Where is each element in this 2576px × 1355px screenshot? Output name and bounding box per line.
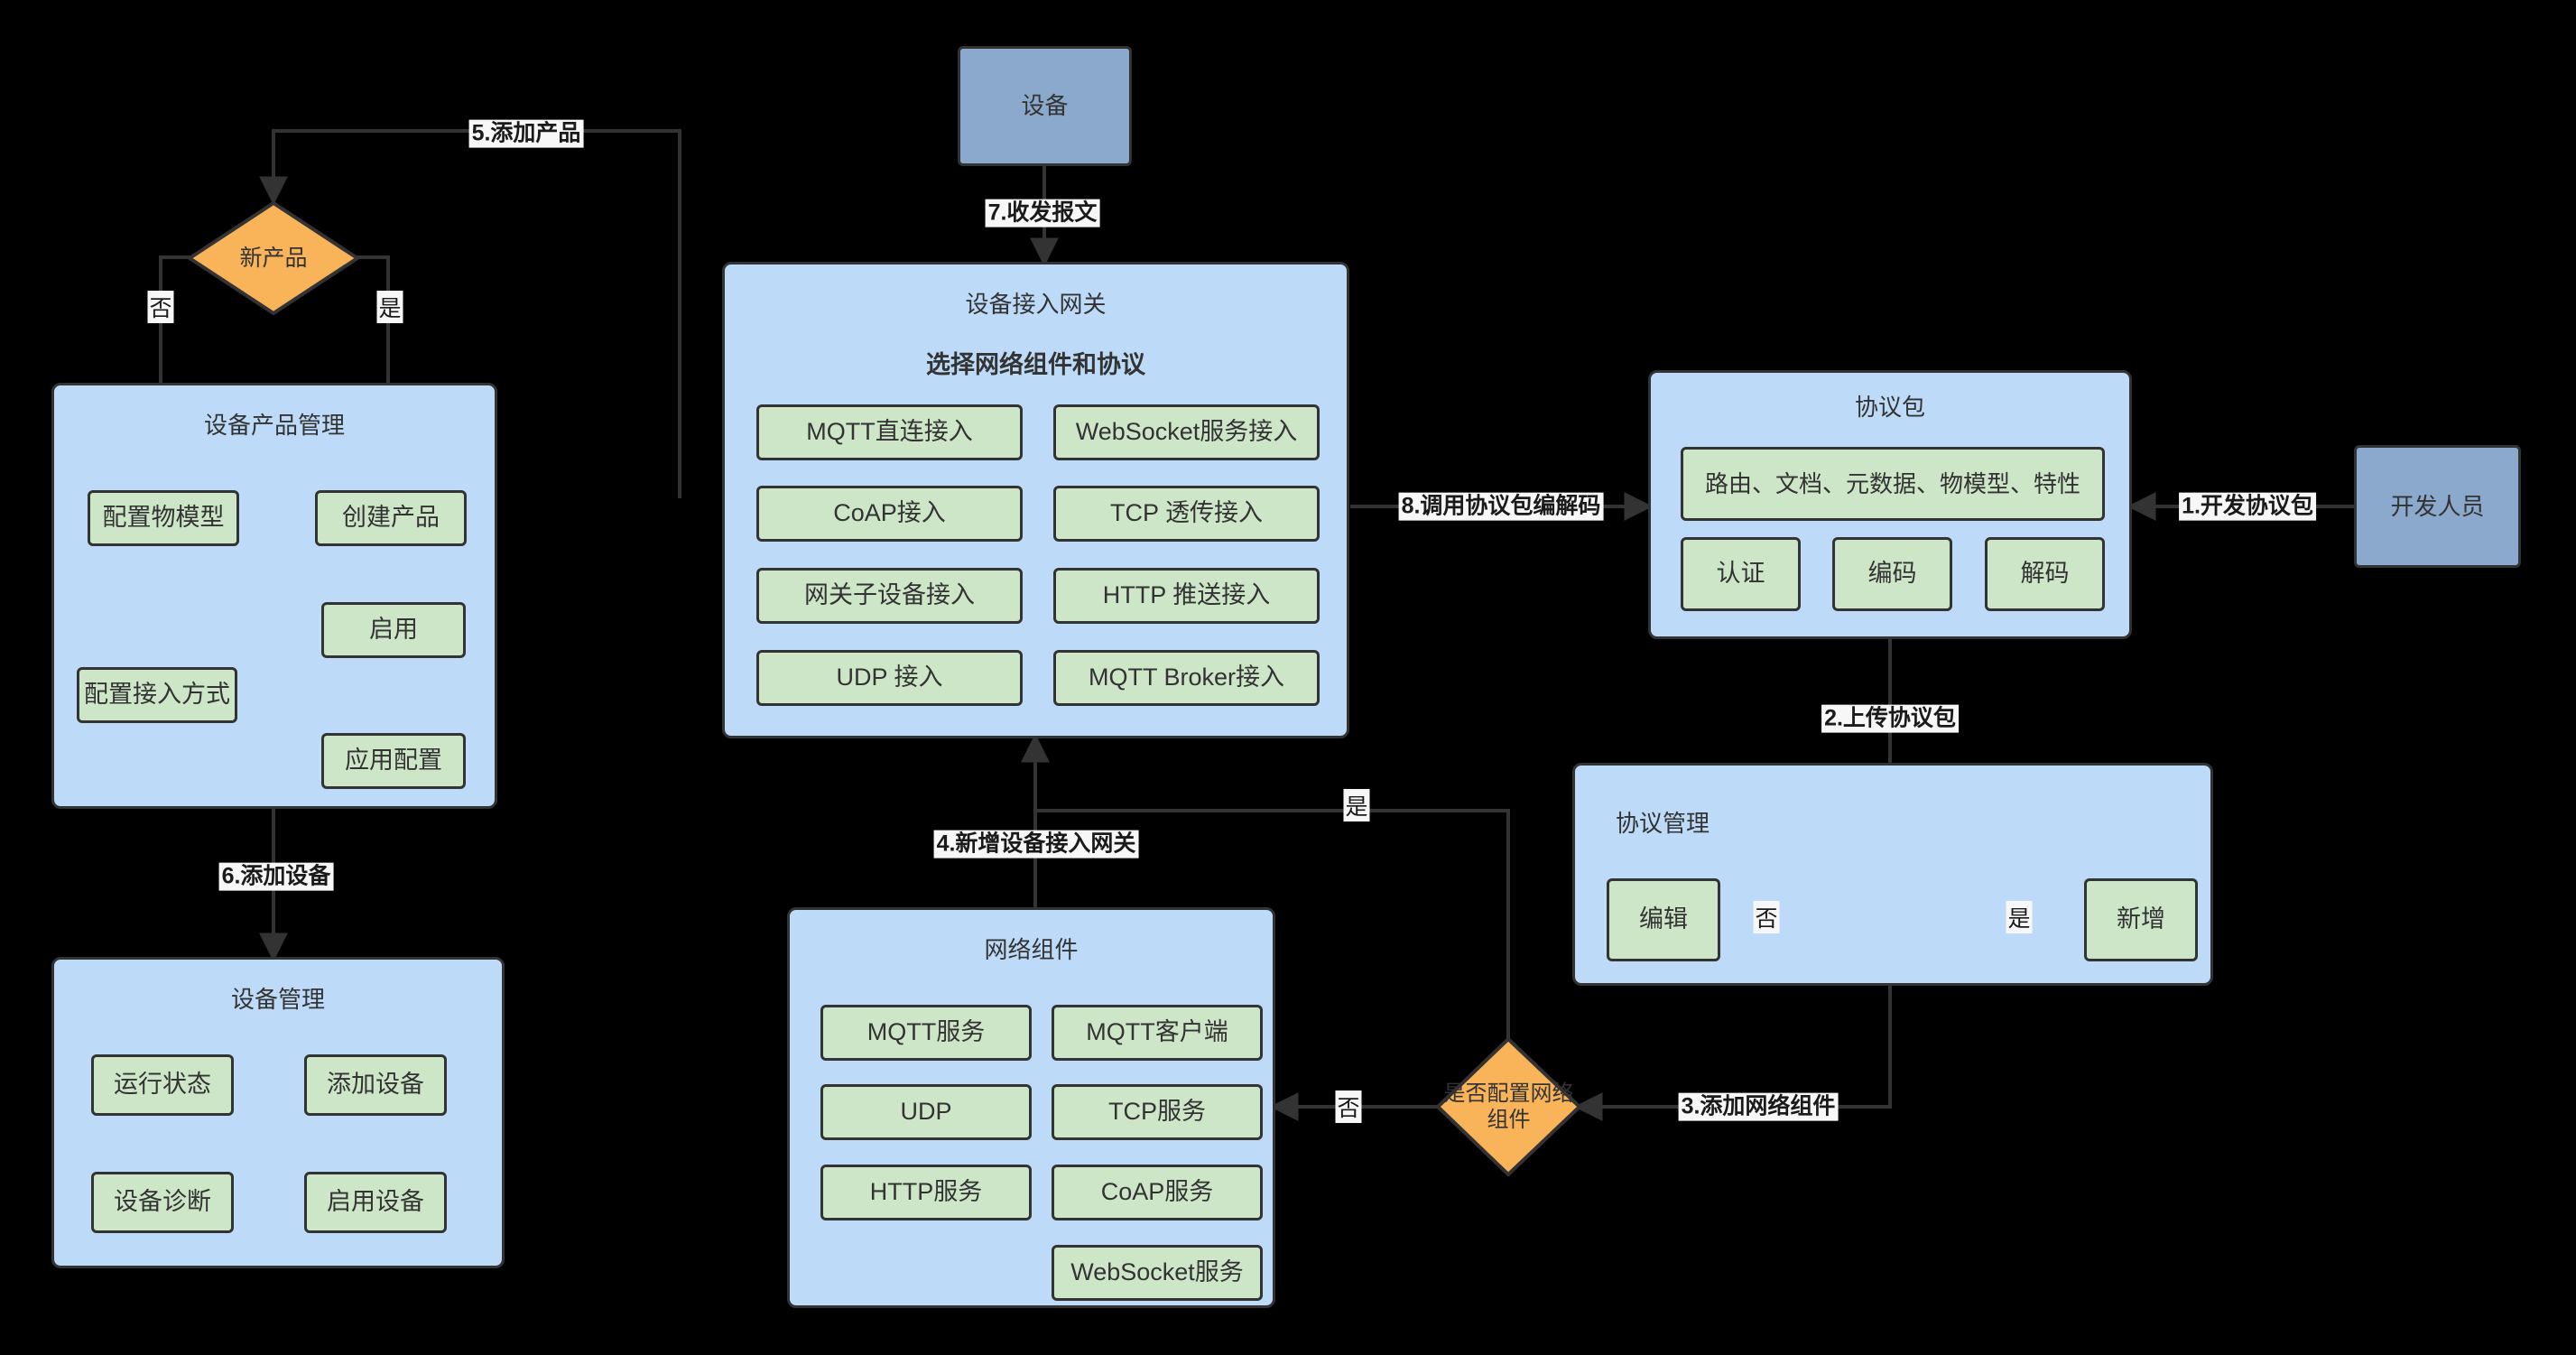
node-edit-protocol-label: 编辑 <box>1639 905 1688 933</box>
edge-label-2: 2.上传协议包 <box>1821 704 1959 733</box>
node-http-service-label: HTTP服务 <box>869 1178 983 1206</box>
node-coap-access-label: CoAP接入 <box>833 499 946 527</box>
node-coap-service[interactable]: CoAP服务 <box>1052 1165 1263 1220</box>
container-protocol-management-title: 协议管理 <box>1616 810 1710 837</box>
actor-developer[interactable]: 开发人员 <box>2354 445 2521 568</box>
node-enable-device-label: 启用设备 <box>327 1188 424 1216</box>
node-apply-configuration-label: 应用配置 <box>345 747 442 775</box>
node-mqtt-direct-access[interactable]: MQTT直连接入 <box>756 404 1023 460</box>
node-decode-label: 解码 <box>2020 560 2070 588</box>
container-protocol-package: 协议包 路由、文档、元数据、物模型、特性 认证 编码 解码 <box>1648 370 2132 639</box>
branch-label-new-protocol-no: 否 <box>1753 901 1780 933</box>
node-running-status[interactable]: 运行状态 <box>91 1054 234 1116</box>
node-configure-thing-model[interactable]: 配置物模型 <box>88 490 239 546</box>
edge-label-8: 8.调用协议包编解码 <box>1398 492 1604 521</box>
node-configure-thing-model-label: 配置物模型 <box>102 504 225 532</box>
branch-label-new-protocol-yes: 是 <box>2006 901 2033 933</box>
actor-device-label: 设备 <box>1021 92 1069 120</box>
node-tcp-transparent-access[interactable]: TCP 透传接入 <box>1053 486 1320 542</box>
container-protocol-package-title: 协议包 <box>1854 394 1925 421</box>
container-protocol-management: 协议管理 编辑 新增 <box>1572 763 2213 986</box>
node-mqtt-service-label: MQTT服务 <box>866 1018 986 1046</box>
node-mqtt-broker-access[interactable]: MQTT Broker接入 <box>1053 650 1320 706</box>
node-running-status-label: 运行状态 <box>114 1071 211 1099</box>
container-device-access-gateway-title: 设备接入网关 <box>965 291 1107 318</box>
node-tcp-service-label: TCP服务 <box>1108 1098 1206 1126</box>
node-udp-label: UDP <box>900 1098 952 1126</box>
actor-developer-label: 开发人员 <box>2390 492 2485 520</box>
node-create-product-label: 创建产品 <box>342 504 440 532</box>
node-mqtt-direct-access-label: MQTT直连接入 <box>806 418 973 446</box>
node-coap-service-label: CoAP服务 <box>1100 1178 1214 1206</box>
container-device-access-gateway-subtitle: 选择网络组件和协议 <box>926 351 1145 378</box>
node-add-device[interactable]: 添加设备 <box>304 1054 447 1116</box>
node-websocket-service-access[interactable]: WebSocket服务接入 <box>1053 404 1320 460</box>
node-edit-protocol[interactable]: 编辑 <box>1607 878 1720 961</box>
node-apply-configuration[interactable]: 应用配置 <box>321 733 466 789</box>
node-configure-access-method-label: 配置接入方式 <box>84 681 230 709</box>
node-add-protocol[interactable]: 新增 <box>2084 878 2198 961</box>
branch-label-new-product-yes: 是 <box>376 291 403 323</box>
node-mqtt-service[interactable]: MQTT服务 <box>820 1005 1032 1061</box>
container-device-management-title: 设备管理 <box>230 986 325 1013</box>
container-device-product-management-title: 设备产品管理 <box>203 412 345 439</box>
edge-label-6: 6.添加设备 <box>218 862 334 891</box>
node-authentication[interactable]: 认证 <box>1681 537 1801 611</box>
node-udp-access[interactable]: UDP 接入 <box>756 650 1023 706</box>
node-http-push-access-label: HTTP 推送接入 <box>1102 581 1271 609</box>
node-udp[interactable]: UDP <box>820 1084 1032 1140</box>
container-network-components: 网络组件 MQTT服务 MQTT客户端 UDP TCP服务 HTTP服务 CoA… <box>787 907 1275 1308</box>
node-enable-device[interactable]: 启用设备 <box>304 1172 447 1233</box>
node-enable-label: 启用 <box>369 616 418 644</box>
node-mqtt-broker-access-label: MQTT Broker接入 <box>1088 664 1284 691</box>
node-websocket-service-access-label: WebSocket服务接入 <box>1075 418 1298 446</box>
node-device-diagnostics-label: 设备诊断 <box>114 1188 211 1216</box>
branch-label-new-product-no: 否 <box>147 291 174 323</box>
node-mqtt-client[interactable]: MQTT客户端 <box>1052 1005 1263 1061</box>
edge-label-3: 3.添加网络组件 <box>1678 1092 1839 1121</box>
node-coap-access[interactable]: CoAP接入 <box>756 486 1023 542</box>
decision-configure-network-components[interactable]: 是否配置网络组件 <box>1435 1036 1582 1178</box>
node-websocket-service[interactable]: WebSocket服务 <box>1052 1245 1263 1301</box>
actor-device[interactable]: 设备 <box>958 46 1132 166</box>
node-tcp-service[interactable]: TCP服务 <box>1052 1084 1263 1140</box>
container-device-access-gateway: 设备接入网关 选择网络组件和协议 MQTT直连接入 WebSocket服务接入 … <box>722 262 1349 738</box>
decision-new-product[interactable]: 新产品 <box>187 200 360 316</box>
node-encode-label: 编码 <box>1867 560 1917 588</box>
node-configure-access-method[interactable]: 配置接入方式 <box>77 667 237 723</box>
edge-label-1: 1.开发协议包 <box>2179 492 2316 521</box>
node-tcp-transparent-access-label: TCP 透传接入 <box>1109 499 1263 527</box>
branch-label-configure-network-yes: 是 <box>1343 789 1370 821</box>
node-encode[interactable]: 编码 <box>1832 537 1952 611</box>
container-device-management: 设备管理 运行状态 添加设备 设备诊断 启用设备 <box>51 957 505 1268</box>
node-add-protocol-label: 新增 <box>2117 905 2165 933</box>
node-protocol-features-label: 路由、文档、元数据、物模型、特性 <box>1704 469 2080 497</box>
node-gateway-subdevice-access-label: 网关子设备接入 <box>804 581 975 609</box>
node-websocket-service-label: WebSocket服务 <box>1070 1258 1244 1286</box>
node-enable[interactable]: 启用 <box>321 602 466 658</box>
node-http-service[interactable]: HTTP服务 <box>820 1165 1032 1220</box>
node-create-product[interactable]: 创建产品 <box>315 490 467 546</box>
node-protocol-features[interactable]: 路由、文档、元数据、物模型、特性 <box>1681 447 2105 521</box>
node-http-push-access[interactable]: HTTP 推送接入 <box>1053 568 1320 624</box>
node-device-diagnostics[interactable]: 设备诊断 <box>91 1172 234 1233</box>
edge-label-5: 5.添加产品 <box>468 119 584 148</box>
container-device-product-management: 设备产品管理 配置物模型 创建产品 启用 应用配置 配置接入方式 <box>51 383 497 809</box>
branch-label-configure-network-no: 否 <box>1335 1090 1362 1123</box>
container-network-components-title: 网络组件 <box>984 936 1079 963</box>
node-mqtt-client-label: MQTT客户端 <box>1086 1018 1228 1046</box>
node-add-device-label: 添加设备 <box>327 1071 424 1099</box>
edge-label-7: 7.收发报文 <box>985 199 1100 227</box>
node-udp-access-label: UDP 接入 <box>836 664 943 691</box>
node-decode[interactable]: 解码 <box>1985 537 2105 611</box>
edge-label-4: 4.新增设备接入网关 <box>933 830 1139 858</box>
node-authentication-label: 认证 <box>1716 560 1765 588</box>
node-gateway-subdevice-access[interactable]: 网关子设备接入 <box>756 568 1023 624</box>
